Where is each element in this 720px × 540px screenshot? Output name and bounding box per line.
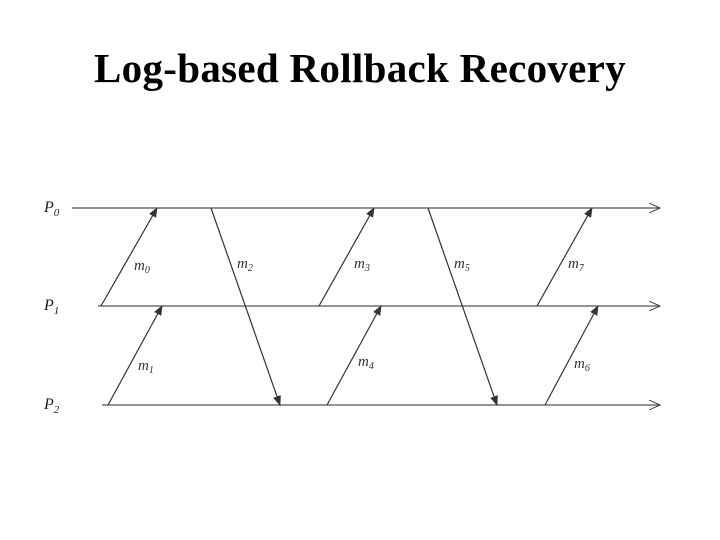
- message-arrow-m1: [107, 305, 163, 406]
- message-arrow-m0: [100, 207, 158, 307]
- process-label-p0: P0: [43, 199, 60, 219]
- message-label-m4: m4: [358, 354, 374, 372]
- message-label-m7: m7: [568, 256, 585, 274]
- message-arrow-m7: [536, 207, 593, 307]
- process-label-p1: P1: [43, 297, 59, 317]
- message-arrow-m2: [210, 207, 281, 406]
- message-label-m5: m5: [454, 256, 470, 274]
- process-label-p2: P2: [43, 396, 60, 416]
- slide-title: Log-based Rollback Recovery: [94, 45, 626, 91]
- message-arrow-m6: [544, 305, 599, 406]
- message-label-m1: m1: [138, 358, 154, 376]
- message-label-m2: m2: [237, 256, 253, 274]
- message-arrow-m4: [326, 305, 382, 406]
- message-arrow-m5: [427, 207, 498, 406]
- message-label-m6: m6: [574, 356, 590, 374]
- message-label-m0: m0: [134, 258, 150, 276]
- message-label-m3: m3: [354, 256, 370, 274]
- message-arrow-m3: [318, 207, 375, 307]
